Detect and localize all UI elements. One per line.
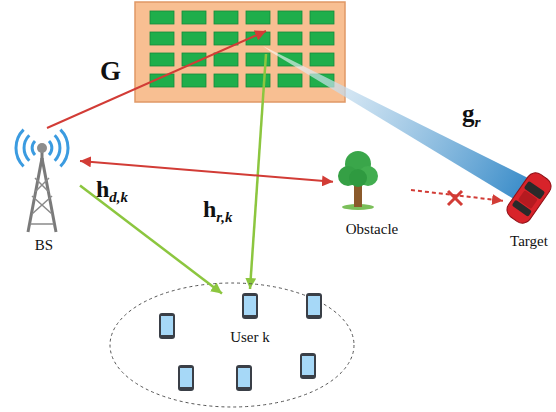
- channel-symbol: hr,k: [203, 196, 232, 226]
- channel-symbol: hd,k: [96, 176, 128, 206]
- diagram-node: Obstacle: [333, 146, 411, 238]
- base-station-icon: [16, 130, 68, 232]
- diagram-node: User k: [222, 290, 278, 346]
- ris-elements: [148, 8, 340, 92]
- symbol-subscript: r,k: [216, 209, 232, 225]
- diagram-node: BS: [8, 127, 80, 254]
- car-icon: [503, 169, 554, 227]
- ris-panel: [135, 2, 345, 102]
- channel-arrow: [47, 31, 266, 128]
- node-label: User k: [230, 328, 270, 346]
- channel-connector: [411, 190, 503, 201]
- user-group-outline: [110, 283, 354, 407]
- symbol-main: h: [203, 196, 216, 222]
- symbol-main: h: [96, 176, 109, 202]
- symbol-main: g: [462, 100, 475, 127]
- channel-symbol: G: [100, 56, 121, 87]
- phone-icon: [178, 365, 194, 391]
- phone-icon: [159, 313, 175, 339]
- phone-icon: [306, 293, 322, 319]
- node-label: BS: [35, 236, 53, 254]
- phone-icon: [236, 365, 252, 391]
- symbol-main: G: [100, 56, 121, 86]
- channel-connector: [80, 161, 333, 182]
- phone-icon: [242, 293, 258, 319]
- channel-symbol: gr: [462, 100, 481, 131]
- symbol-subscript: d,k: [109, 189, 128, 205]
- phone-icon: [300, 353, 316, 379]
- channel-arrow: [250, 54, 266, 289]
- diagram-node: Target: [503, 162, 555, 250]
- tree-icon: [338, 151, 378, 210]
- blocked-mark: [448, 191, 462, 205]
- node-label: Target: [510, 232, 548, 250]
- symbol-subscript: r: [475, 113, 481, 130]
- node-label: Obstacle: [346, 220, 398, 238]
